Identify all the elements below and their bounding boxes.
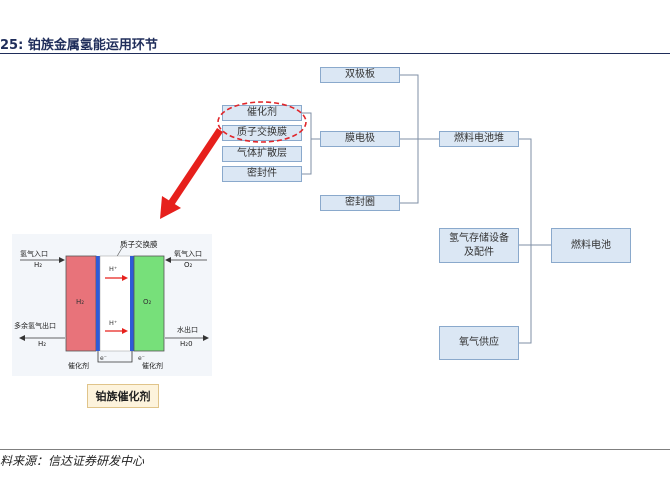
box-o2-supply-label: 氧气供应 bbox=[459, 337, 499, 348]
pointer-arrow-shaft bbox=[167, 128, 223, 207]
box-stack: 燃料电池堆 bbox=[439, 131, 519, 147]
cathode-catalyst-layer bbox=[130, 256, 134, 351]
h2-inlet-formula: H₂ bbox=[34, 261, 42, 269]
excess-h2-label: 多余氢气出口 bbox=[14, 321, 56, 330]
source-note: 料来源：信达证券研发中心 bbox=[0, 454, 145, 468]
excess-h2-formula: H₂ bbox=[38, 340, 46, 348]
water-outlet-arrowhead bbox=[203, 335, 209, 341]
external-circuit bbox=[97, 351, 133, 363]
anode-block bbox=[65, 255, 97, 352]
proton-label-1: H⁺ bbox=[109, 265, 117, 273]
box-pem: 质子交换膜 bbox=[222, 125, 302, 141]
page-title: 25: 铂族金属氢能运用环节 bbox=[0, 38, 158, 53]
catalyst-right-label: 催化剂 bbox=[142, 361, 163, 370]
anode-catalyst-layer bbox=[96, 256, 100, 351]
footer-rule bbox=[0, 449, 670, 450]
cathode-block bbox=[133, 255, 165, 352]
box-h2-storage-label: 氢气存储设备 及配件 bbox=[449, 232, 509, 258]
proton-arrowhead-1 bbox=[122, 275, 128, 281]
box-fuel-cell: 燃料电池 bbox=[551, 228, 631, 263]
box-membrane-electrode-label: 膜电极 bbox=[345, 133, 375, 144]
fuel-cell-schematic: 质子交换膜 H₂ O₂ H⁺ H⁺ e⁻ e⁻ 氢气入口 H₂ 多余氢气出口 H… bbox=[12, 234, 212, 376]
title-rule bbox=[0, 53, 670, 54]
excess-h2-arrowhead bbox=[19, 335, 25, 341]
box-membrane-electrode: 膜电极 bbox=[320, 131, 400, 147]
box-seal: 密封件 bbox=[222, 166, 302, 182]
o2-inlet-label: 氧气入口 bbox=[174, 249, 202, 258]
proton-label-2: H⁺ bbox=[109, 319, 117, 327]
catalyst-left-label: 催化剂 bbox=[68, 361, 89, 370]
box-catalyst-label: 催化剂 bbox=[247, 107, 277, 118]
electron-right: e⁻ bbox=[138, 355, 145, 362]
highlight-oval bbox=[217, 101, 307, 143]
box-bipolar-plate-label: 双极板 bbox=[345, 69, 375, 80]
box-seal-label: 密封件 bbox=[247, 168, 277, 179]
box-seal-ring-label: 密封圈 bbox=[345, 197, 375, 208]
box-seal-ring: 密封圈 bbox=[320, 195, 400, 211]
highlight-label-text: 铂族催化剂 bbox=[95, 390, 151, 403]
box-h2-storage: 氢气存储设备 及配件 bbox=[439, 228, 519, 263]
proton-arrowhead-2 bbox=[122, 328, 128, 334]
electron-left: e⁻ bbox=[100, 355, 107, 362]
connector-right-bracket bbox=[519, 138, 532, 344]
anode-label: H₂ bbox=[76, 298, 84, 306]
cathode-label: O₂ bbox=[143, 298, 152, 306]
box-catalyst: 催化剂 bbox=[222, 105, 302, 121]
box-o2-supply: 氧气供应 bbox=[439, 326, 519, 360]
box-stack-label: 燃料电池堆 bbox=[454, 133, 504, 144]
pointer-arrow-head bbox=[160, 196, 181, 219]
box-gdl: 气体扩散层 bbox=[222, 146, 302, 162]
water-outlet-label: 水出口 bbox=[177, 325, 198, 334]
pem-callout: 质子交换膜 bbox=[120, 239, 158, 249]
box-fuel-cell-label: 燃料电池 bbox=[571, 239, 611, 251]
o2-inlet-arrowhead bbox=[165, 257, 171, 263]
box-pem-label: 质子交换膜 bbox=[237, 127, 287, 138]
h2-inlet-label: 氢气入口 bbox=[20, 249, 48, 258]
o2-inlet-formula: O₂ bbox=[184, 261, 193, 269]
water-outlet-formula: H₂0 bbox=[180, 340, 193, 348]
connector-left-bracket bbox=[302, 112, 312, 175]
box-gdl-label: 气体扩散层 bbox=[237, 148, 287, 159]
highlight-label: 铂族催化剂 bbox=[87, 384, 159, 408]
pem-membrane bbox=[99, 255, 135, 352]
h2-inlet-arrowhead bbox=[59, 257, 65, 263]
box-bipolar-plate: 双极板 bbox=[320, 67, 400, 83]
